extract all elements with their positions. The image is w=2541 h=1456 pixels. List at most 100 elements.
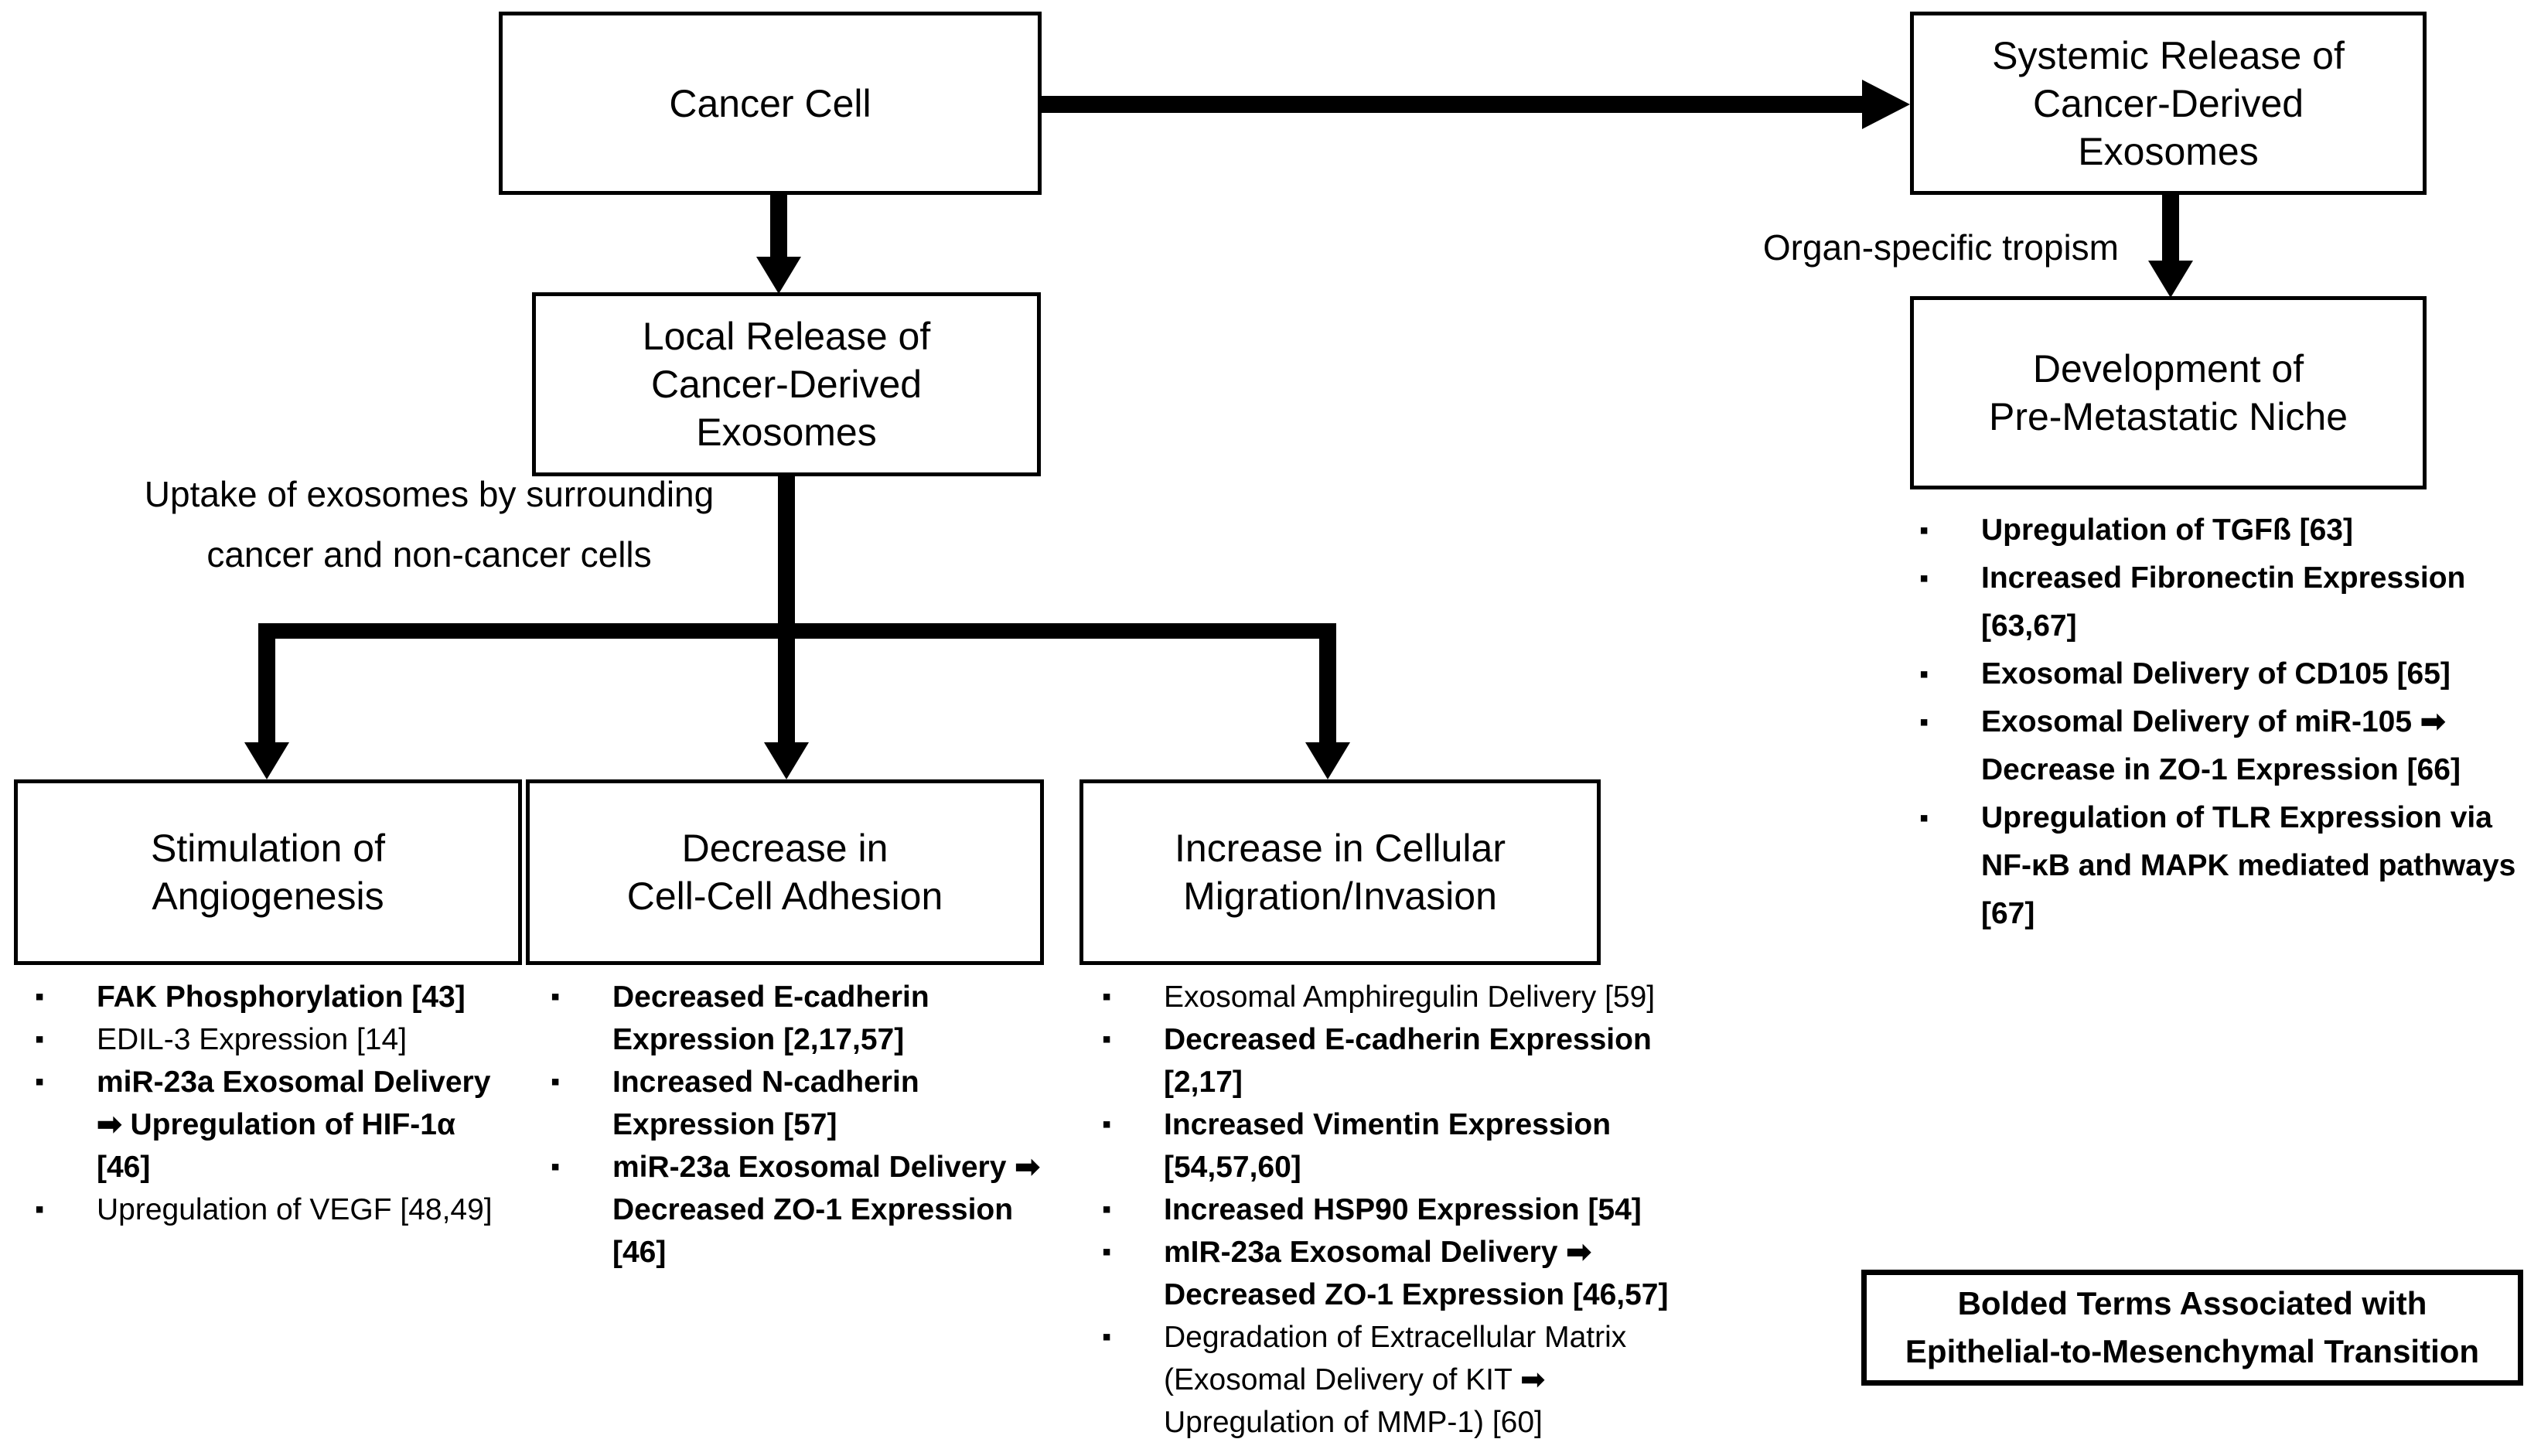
bullet-square-icon: ▪ — [1919, 660, 1929, 689]
cancer-cell-box: Cancer Cell — [499, 12, 1042, 195]
local-release-label-line: Exosomes — [696, 411, 877, 454]
list-item-text: Upregulation of VEGF [48,49] — [97, 1193, 493, 1226]
list-item: ▪ Increased Fibronectin Expression [63,67… — [1904, 554, 2530, 650]
bullet-square-icon: ▪ — [1102, 982, 1112, 1011]
bullet-square-icon: ▪ — [1919, 564, 1929, 593]
bullet-square-icon: ▪ — [1102, 1110, 1112, 1139]
legend-box: Bolded Terms Associated with Epithelial-… — [1861, 1270, 2523, 1386]
list-item: ▪ Upregulation of VEGF [48,49] — [19, 1188, 495, 1231]
legend-label-line: Bolded Terms Associated with — [1957, 1285, 2427, 1321]
list-item: ▪ Upregulation of TGFß [63] — [1904, 506, 2530, 554]
pre-metastatic-niche-bullet-list: ▪ Upregulation of TGFß [63] ▪ Increased Fib… — [1904, 506, 2530, 938]
migration-bullet-list: ▪ Exosomal Amphiregulin Delivery [59] ▪ Dec… — [1086, 976, 1709, 1444]
branch-right-stem — [1319, 639, 1336, 744]
list-item: ▪ Degradation of Extracellular Matrix (Ex… — [1086, 1316, 1709, 1444]
bullet-square-icon: ▪ — [1102, 1195, 1112, 1224]
bullet-square-icon: ▪ — [551, 1067, 561, 1096]
list-item: ▪ miR-23a Exosomal Delivery ➡ Decreased Z… — [535, 1146, 1045, 1274]
cancer-cell-label: Cancer Cell — [669, 81, 871, 125]
list-item-text: Exosomal Delivery of CD105 [65] — [1981, 657, 2451, 690]
systemic-release-label-line: Cancer-Derived — [2032, 81, 2304, 125]
list-item-text: Increased Fibronectin Expression [63,67] — [1981, 561, 2466, 643]
legend-label-line: Epithelial-to-Mesenchymal Transition — [1905, 1333, 2480, 1369]
local-release-label-line: Local Release of — [642, 315, 931, 358]
arrow-down-icon — [244, 742, 289, 779]
branch-trunk-stem — [778, 476, 795, 625]
list-item-text: mIR-23a Exosomal Delivery ➡ Decreased ZO… — [1164, 1236, 1669, 1311]
arrow-down-icon — [756, 257, 801, 294]
bullet-square-icon: ▪ — [35, 982, 45, 1011]
systemic-release-box: Systemic Release of Cancer-Derived Exoso… — [1910, 12, 2427, 195]
list-item-text: Increased HSP90 Expression [54] — [1164, 1193, 1642, 1226]
stimulation-angiogenesis-label-line: Stimulation of — [151, 827, 385, 870]
list-item-text: Decreased E-cadherin Expression [2,17,57… — [612, 980, 929, 1056]
systemic-release-label-line: Exosomes — [2078, 129, 2259, 173]
list-item-text: Exosomal Amphiregulin Delivery [59] — [1164, 980, 1656, 1014]
list-item-text: miR-23a Exosomal Delivery ➡ Decreased ZO… — [612, 1151, 1040, 1269]
arrow-down-icon — [764, 742, 809, 779]
increase-migration-box: Increase in Cellular Migration/Invasion — [1079, 779, 1601, 965]
list-item-text: FAK Phosphorylation [43] — [97, 980, 466, 1014]
bullet-square-icon: ▪ — [35, 1025, 45, 1054]
list-item-text: Upregulation of TGFß [63] — [1981, 513, 2353, 547]
bullet-square-icon: ▪ — [1919, 708, 1929, 737]
arrow-cancer-to-systemic-stem — [1042, 96, 1863, 113]
arrow-down-icon — [1305, 742, 1350, 779]
list-item: ▪ Increased HSP90 Expression [54] — [1086, 1188, 1709, 1231]
list-item: ▪ Decreased E-cadherin Expression [2,17,5… — [535, 976, 1045, 1061]
list-item: ▪ Increased Vimentin Expression [54,57,60… — [1086, 1103, 1709, 1188]
arrow-systemic-to-niche-stem — [2162, 195, 2179, 263]
bullet-square-icon: ▪ — [1102, 1025, 1112, 1054]
arrow-down-icon — [2148, 261, 2193, 298]
list-item-text: Increased N-cadherin Expression [57] — [612, 1066, 919, 1141]
local-release-box: Local Release of Cancer-Derived Exosomes — [532, 292, 1041, 476]
branch-left-stem — [258, 639, 275, 744]
list-item: ▪ Exosomal Amphiregulin Delivery [59] — [1086, 976, 1709, 1018]
decrease-adhesion-label-line: Decrease in — [681, 827, 888, 870]
uptake-label-line: cancer and non-cancer cells — [206, 534, 652, 575]
bullet-square-icon: ▪ — [551, 1152, 561, 1182]
bullet-square-icon: ▪ — [1919, 516, 1929, 545]
systemic-release-label-line: Systemic Release of — [1992, 33, 2345, 77]
stimulation-angiogenesis-label-line: Angiogenesis — [152, 875, 384, 918]
list-item-text: EDIL-3 Expression [14] — [97, 1023, 408, 1056]
increase-migration-label-line: Migration/Invasion — [1183, 875, 1497, 918]
adhesion-bullet-list: ▪ Decreased E-cadherin Expression [2,17,5… — [535, 976, 1045, 1274]
list-item: ▪ FAK Phosphorylation [43] — [19, 976, 495, 1018]
branch-middle-stem — [778, 639, 795, 744]
stimulation-angiogenesis-box: Stimulation of Angiogenesis — [14, 779, 522, 965]
decrease-adhesion-label-line: Cell-Cell Adhesion — [626, 875, 943, 918]
list-item-text: Upregulation of TLR Expression via NF-κB… — [1981, 801, 2516, 930]
arrow-right-icon — [1862, 80, 1910, 129]
increase-migration-label-line: Increase in Cellular — [1175, 827, 1506, 870]
list-item: ▪ Decreased E-cadherin Expression [2,17] — [1086, 1018, 1709, 1103]
bullet-square-icon: ▪ — [1102, 1322, 1112, 1352]
bullet-square-icon: ▪ — [1102, 1237, 1112, 1267]
bullet-square-icon: ▪ — [35, 1067, 45, 1096]
uptake-label: Uptake of exosomes by surrounding cancer… — [81, 464, 777, 585]
pre-metastatic-niche-box: Development of Pre-Metastatic Niche — [1910, 296, 2427, 489]
bullet-square-icon: ▪ — [1919, 803, 1929, 833]
angiogenesis-bullet-list: ▪ FAK Phosphorylation [43] ▪ EDIL-3 Express… — [19, 976, 495, 1231]
list-item: ▪ Exosomal Delivery of CD105 [65] — [1904, 650, 2530, 698]
local-release-label-line: Cancer-Derived — [650, 363, 923, 406]
bullet-square-icon: ▪ — [551, 982, 561, 1011]
list-item: ▪ Increased N-cadherin Expression [57] — [535, 1061, 1045, 1146]
list-item-text: Increased Vimentin Expression [54,57,60] — [1164, 1108, 1612, 1184]
list-item: ▪ EDIL-3 Expression [14] — [19, 1018, 495, 1061]
list-item: ▪miR-23a Exosomal Delivery ➡ Upregulatio… — [19, 1061, 495, 1188]
arrow-cancer-to-local-stem — [770, 195, 787, 260]
list-item-text: Exosomal Delivery of miR-105 ➡ Decrease … — [1981, 705, 2461, 786]
list-item: ▪ Exosomal Delivery of miR-105 ➡ Decrease… — [1904, 698, 2530, 794]
organ-specific-tropism-label: Organ-specific tropism — [1762, 227, 2119, 268]
list-item-text: Decreased E-cadherin Expression [2,17] — [1164, 1023, 1652, 1099]
branch-horizontal-bar — [258, 623, 1336, 639]
list-item: ▪ mIR-23a Exosomal Delivery ➡ Decreased Z… — [1086, 1231, 1709, 1316]
bullet-square-icon: ▪ — [35, 1195, 45, 1224]
pre-metastatic-niche-label-line: Pre-Metastatic Niche — [1988, 395, 2348, 438]
list-item-text: Degradation of Extracellular Matrix (Exo… — [1164, 1321, 1627, 1439]
uptake-label-line: Uptake of exosomes by surrounding — [144, 474, 715, 514]
decrease-adhesion-box: Decrease in Cell-Cell Adhesion — [526, 779, 1044, 965]
pre-metastatic-niche-label-line: Development of — [2032, 347, 2304, 390]
